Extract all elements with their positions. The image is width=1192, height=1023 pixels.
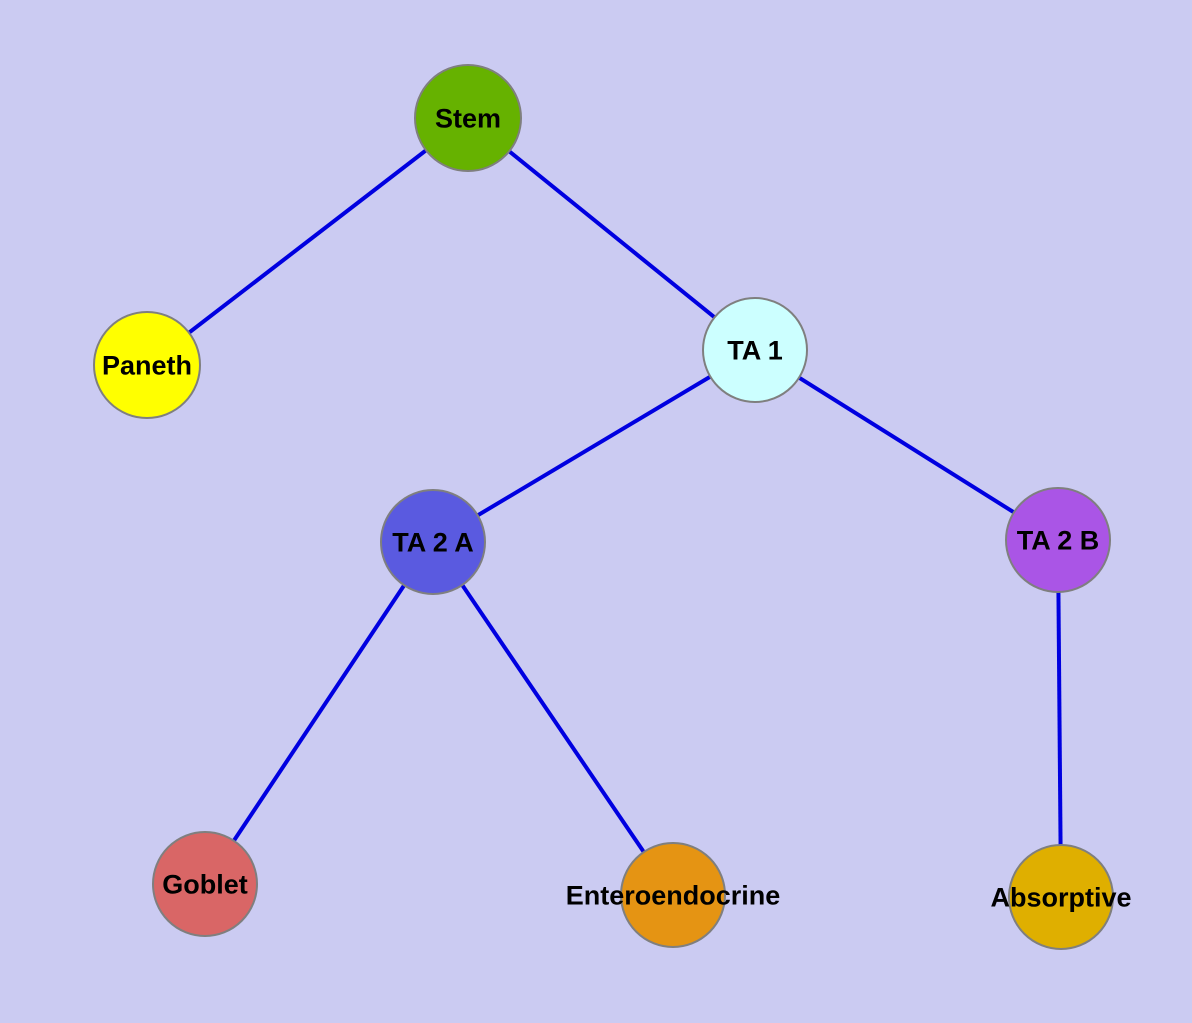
node-paneth[interactable]: Paneth	[93, 311, 201, 419]
node-circle-ta-2-a[interactable]	[380, 489, 486, 595]
node-ta-2-a[interactable]: TA 2 A	[380, 489, 486, 595]
node-circle-goblet[interactable]	[152, 831, 258, 937]
edge-stem-to-paneth	[145, 116, 470, 367]
edge-ta-2-a-to-goblet	[203, 540, 435, 886]
node-circle-absorptive[interactable]	[1008, 844, 1114, 950]
node-circle-enteroendocrine[interactable]	[620, 842, 726, 948]
edge-ta-2-a-to-enteroendocrine	[431, 540, 675, 897]
edge-ta-2-b-to-absorptive	[1056, 539, 1063, 898]
edge-ta-1-to-ta-2-a	[431, 348, 757, 544]
edge-ta-1-to-ta-2-b	[753, 348, 1060, 542]
node-stem[interactable]: Stem	[414, 64, 522, 172]
node-goblet[interactable]: Goblet	[152, 831, 258, 937]
edge-stem-to-ta-1	[466, 116, 757, 352]
node-circle-ta-2-b[interactable]	[1005, 487, 1111, 593]
node-ta-2-b[interactable]: TA 2 B	[1005, 487, 1111, 593]
node-circle-paneth[interactable]	[93, 311, 201, 419]
node-ta-1[interactable]: TA 1	[702, 297, 808, 403]
node-circle-ta-1[interactable]	[702, 297, 808, 403]
node-circle-stem[interactable]	[414, 64, 522, 172]
